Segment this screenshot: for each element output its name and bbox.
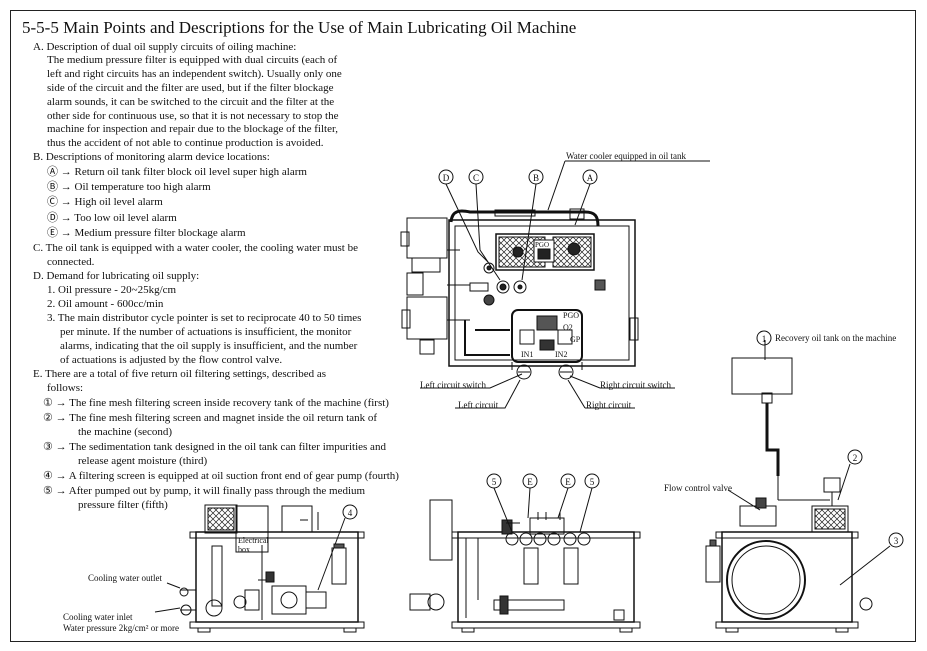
- section-c-line: C. The oil tank is equipped with a water…: [33, 242, 358, 254]
- callout-2: 2: [853, 453, 858, 463]
- filter-item: ① → The fine mesh filtering screen insid…: [43, 397, 389, 409]
- in2-label: IN2: [555, 350, 568, 359]
- filter-item: release agent moisture (third): [78, 455, 208, 467]
- callout-a: A: [587, 173, 594, 183]
- filter-item: ③ → The sedimentation tank designed in t…: [43, 441, 386, 453]
- callout-5-left: 5: [492, 477, 497, 487]
- callout-b: B: [533, 173, 539, 183]
- water-cooler-label: Water cooler equipped in oil tank: [566, 151, 686, 161]
- callout-3: 3: [894, 536, 899, 546]
- gp-label: GP: [570, 335, 581, 344]
- electrical-box-label: Electrical box: [238, 536, 269, 554]
- left-switch-label: Left circuit switch: [420, 380, 486, 390]
- section-d-line: 1. Oil pressure - 20~25kg/cm: [47, 284, 177, 296]
- left-circuit-label: Left circuit: [458, 400, 499, 410]
- callout-5-right: 5: [590, 477, 595, 487]
- section-e-line: follows:: [47, 382, 84, 394]
- alarm-item: Ⓔ → Medium pressure filter blockage alar…: [47, 227, 246, 239]
- filter-item: the machine (second): [78, 426, 173, 438]
- recovery-tank-label: Recovery oil tank on the machine: [775, 333, 897, 343]
- section-a-line: The medium pressure filter is equipped w…: [47, 54, 338, 66]
- section-e-line: E. There are a total of five return oil …: [33, 368, 327, 380]
- page-frame: [10, 10, 916, 642]
- top-view-drawing: [400, 160, 710, 409]
- alarm-item: Ⓑ → Oil temperature too high alarm: [47, 181, 211, 193]
- section-a-line: thus the accident of not able to continu…: [47, 137, 324, 149]
- callout-4: 4: [348, 508, 353, 518]
- flow-valve-label: Flow control valve: [664, 483, 732, 493]
- section-d-line: per minute. If the number of actuations …: [60, 326, 352, 338]
- pgo-label: PGO: [563, 311, 580, 320]
- section-a-heading: A. Description of dual oil supply circui…: [33, 41, 297, 53]
- callout-d: D: [443, 173, 450, 183]
- callout-1: 1: [762, 334, 767, 344]
- section-c-line: connected.: [47, 256, 95, 268]
- o2-label: O2: [563, 323, 573, 332]
- filter-item: ⑤ → After pumped out by pump, it will fi…: [43, 485, 366, 497]
- filter-item: ② → The fine mesh filtering screen and m…: [43, 412, 378, 424]
- section-d-line: 2. Oil amount - 600cc/min: [47, 298, 164, 310]
- filter-item: ④ → A filtering screen is equipped at oi…: [43, 470, 399, 482]
- section-d-line: 3. The main distributor cycle pointer is…: [47, 312, 362, 324]
- callout-e-right: E: [565, 477, 571, 487]
- recovery-tank-drawing: [731, 330, 793, 476]
- cooling-outlet-label: Cooling water outlet: [88, 573, 162, 583]
- callout-e-left: E: [527, 477, 533, 487]
- section-a-line: alarm sounds, it can be switched to the …: [47, 96, 335, 108]
- section-d-heading: D. Demand for lubricating oil supply:: [33, 270, 200, 282]
- alarm-item: Ⓐ → Return oil tank filter block oil lev…: [47, 166, 307, 178]
- section-d-line: of actuations is adjusted by the flow co…: [60, 354, 283, 366]
- alarm-item: Ⓒ → High oil level alarm: [47, 196, 163, 208]
- right-switch-label: Right circuit switch: [600, 380, 671, 390]
- section-a-line: other side for continuous use, so that i…: [47, 110, 339, 122]
- front-view-drawing: [154, 504, 365, 633]
- section-a-line: side of the circuit and the filter are u…: [47, 82, 334, 94]
- section-b-heading: B. Descriptions of monitoring alarm devi…: [33, 151, 270, 163]
- callout-c: C: [473, 173, 479, 183]
- in1-label: IN1: [521, 350, 534, 359]
- filter-item: pressure filter (fifth): [78, 499, 168, 511]
- side-view-drawing: [409, 473, 641, 633]
- page-title: 5-5-5 Main Points and Descriptions for t…: [22, 18, 577, 37]
- pgo-mini-label: PGO: [535, 241, 550, 249]
- water-pressure-label: Water pressure 2kg/cm² or more: [63, 623, 179, 633]
- section-a-line: machine for inspection and repair due to…: [47, 123, 338, 135]
- section-a-line: left and right circuits has an independe…: [47, 68, 342, 80]
- section-d-line: alarms, indicating that the oil supply i…: [60, 340, 358, 352]
- right-circuit-label: Right circuit: [586, 400, 632, 410]
- cooling-inlet-label: Cooling water inlet: [63, 612, 133, 622]
- end-view-drawing: [705, 449, 904, 633]
- alarm-item: Ⓓ → Too low oil level alarm: [47, 212, 177, 224]
